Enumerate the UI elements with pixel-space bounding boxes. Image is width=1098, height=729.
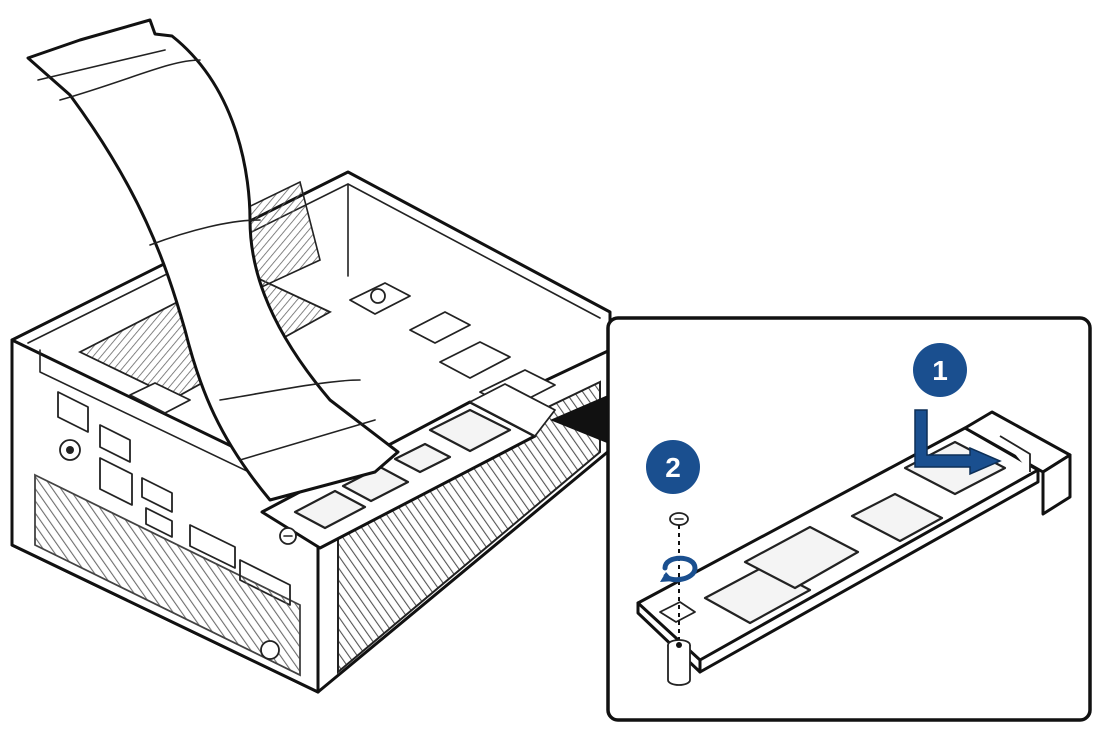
step-badge-1-circle xyxy=(913,343,967,397)
interior-left-wall xyxy=(39,349,319,506)
installed-ssd-chip-4 xyxy=(428,408,512,453)
component-chip-c xyxy=(439,341,511,379)
ssd-chip-2 xyxy=(743,525,860,590)
step-badge-2-number: 2 xyxy=(665,452,681,483)
step-badge-1-number: 1 xyxy=(932,355,948,386)
ethernet-port xyxy=(99,457,133,506)
installed-ssd xyxy=(260,383,556,550)
component-chip-e xyxy=(129,382,191,414)
screw-assembly xyxy=(660,512,698,686)
usb-c-port xyxy=(145,507,173,538)
ssd-board-edge xyxy=(698,468,1040,674)
ssd-screw-notch xyxy=(659,601,696,623)
installed-ssd-chip-3 xyxy=(393,442,452,474)
front-vent xyxy=(34,473,301,677)
usb-port-1 xyxy=(57,391,89,433)
usb-port-2 xyxy=(99,424,131,463)
detail-callout: 1 2 xyxy=(606,316,1092,722)
m2-slot xyxy=(963,410,1072,516)
slot-front xyxy=(1041,453,1072,516)
usb-port-3 xyxy=(141,477,173,513)
component-chip-b xyxy=(409,311,471,344)
step-badge-2-circle xyxy=(646,440,700,494)
kensington-lock xyxy=(260,640,280,660)
insert-arrow-icon xyxy=(914,409,1002,476)
step-badge-1: 1 xyxy=(913,343,967,397)
installed-ssd-chip-1 xyxy=(293,489,367,530)
step-badge-2: 2 xyxy=(646,440,700,494)
ssd-chip-3 xyxy=(850,492,944,543)
ribbon-cable-body xyxy=(26,18,400,502)
mb-screw-post xyxy=(370,288,386,304)
io-ports xyxy=(34,391,301,677)
insert-arrow xyxy=(914,409,1002,476)
ribbon-cable xyxy=(26,18,400,502)
m2-slot-connector xyxy=(469,383,556,437)
hdmi-port-1 xyxy=(189,524,236,569)
callout-pointer xyxy=(550,392,615,445)
standoff-icon xyxy=(667,639,691,686)
rotate-arrow-icon xyxy=(662,555,698,583)
